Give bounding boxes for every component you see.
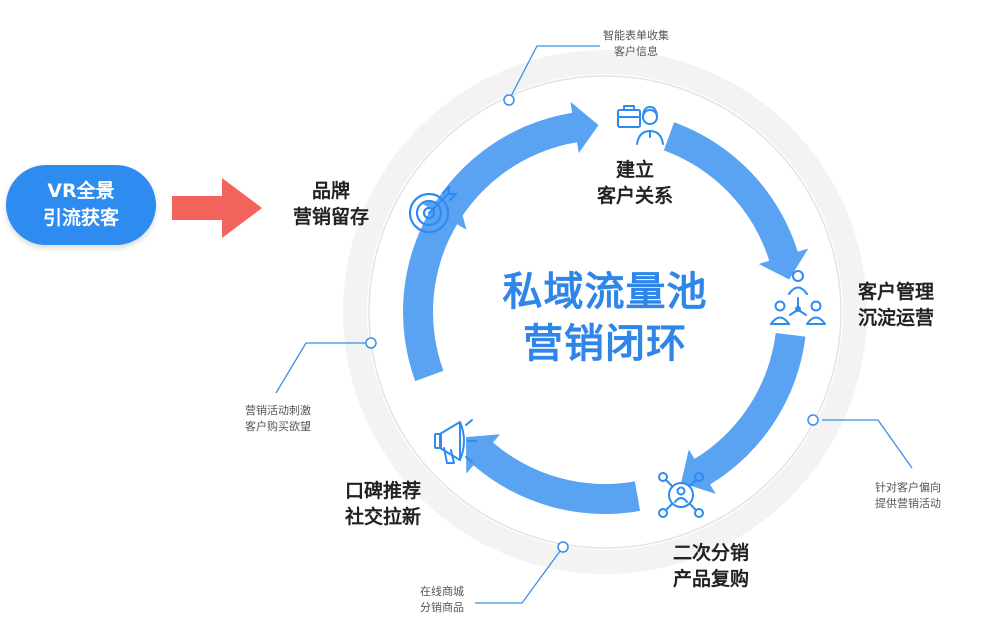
note-line1: 智能表单收集 bbox=[603, 29, 669, 42]
note-targeted-activity: 针对客户偏向 提供营销活动 bbox=[858, 480, 958, 512]
arrow-distribution-to-wordofmouth bbox=[466, 434, 641, 514]
callout-line-promo bbox=[275, 342, 371, 394]
center-title: 私域流量池 营销闭环 bbox=[480, 266, 730, 370]
stage-label-secondary-distribution: 二次分销 产品复购 bbox=[656, 540, 766, 592]
callout-dot-form bbox=[503, 94, 515, 106]
thin-ring bbox=[368, 75, 842, 549]
callout-dots bbox=[365, 94, 819, 553]
note-promo-stimulus: 营销活动刺激 客户购买欲望 bbox=[228, 403, 328, 435]
callout-dot-promo bbox=[365, 337, 377, 349]
arrow-wordofmouth-to-brand bbox=[402, 196, 467, 382]
arrow-brand-to-relationship bbox=[421, 101, 599, 240]
callout-line-form bbox=[508, 45, 600, 101]
note-form-collection: 智能表单收集 客户信息 bbox=[586, 28, 686, 60]
callout-lines bbox=[275, 45, 913, 604]
stage-label-line1: 二次分销 bbox=[672, 542, 749, 564]
stage-label-line2: 营销留存 bbox=[292, 206, 369, 228]
note-online-mall: 在线商城 分销商品 bbox=[392, 584, 492, 616]
stage-label-line2: 沉淀运营 bbox=[857, 307, 934, 329]
stage-label-line1: 品牌 bbox=[311, 180, 350, 202]
callout-dot-activity bbox=[807, 414, 819, 426]
stage-label-build-relationship: 建立 客户关系 bbox=[580, 157, 690, 209]
customer-service-icon bbox=[617, 105, 664, 145]
stage-label-line1: 口碑推荐 bbox=[344, 480, 421, 502]
start-node-line2: 引流获客 bbox=[42, 207, 119, 229]
note-line1: 在线商城 bbox=[420, 585, 464, 598]
megaphone-icon bbox=[434, 419, 477, 464]
target-icon bbox=[408, 185, 458, 234]
start-node-line1: VR全景 bbox=[47, 180, 115, 202]
stage-label-line1: 客户管理 bbox=[857, 281, 934, 303]
note-line1: 针对客户偏向 bbox=[875, 481, 941, 494]
note-line2: 客户信息 bbox=[614, 45, 658, 58]
stage-label-line2: 产品复购 bbox=[672, 568, 749, 590]
callout-line-activity bbox=[822, 419, 913, 469]
center-title-line2: 营销闭环 bbox=[523, 321, 687, 367]
stage-label-word-of-mouth: 口碑推荐 社交拉新 bbox=[328, 478, 438, 530]
inner-disc bbox=[367, 74, 843, 550]
team-network-icon bbox=[770, 270, 826, 325]
entry-arrow bbox=[172, 178, 262, 238]
callout-dot-mall bbox=[557, 541, 569, 553]
stage-label-line2: 社交拉新 bbox=[344, 506, 421, 528]
note-line2: 客户购买欲望 bbox=[245, 420, 311, 433]
arrow-management-to-distribution bbox=[681, 333, 806, 494]
arrow-relationship-to-management bbox=[663, 122, 809, 280]
center-title-line1: 私域流量池 bbox=[502, 269, 708, 315]
note-line2: 提供营销活动 bbox=[875, 497, 941, 510]
note-line1: 营销活动刺激 bbox=[245, 404, 311, 417]
stage-label-brand-retention: 品牌 营销留存 bbox=[276, 178, 386, 230]
cycle-arrows bbox=[402, 101, 809, 514]
note-line2: 分销商品 bbox=[420, 601, 464, 614]
stage-label-customer-management: 客户管理 沉淀运营 bbox=[846, 279, 946, 331]
stage-label-line1: 建立 bbox=[615, 159, 654, 181]
stage-label-line2: 客户关系 bbox=[596, 185, 673, 207]
start-node-vr-traffic: VR全景 引流获客 bbox=[6, 165, 156, 245]
callout-line-mall bbox=[475, 546, 564, 604]
distribution-hub-icon bbox=[658, 472, 704, 518]
